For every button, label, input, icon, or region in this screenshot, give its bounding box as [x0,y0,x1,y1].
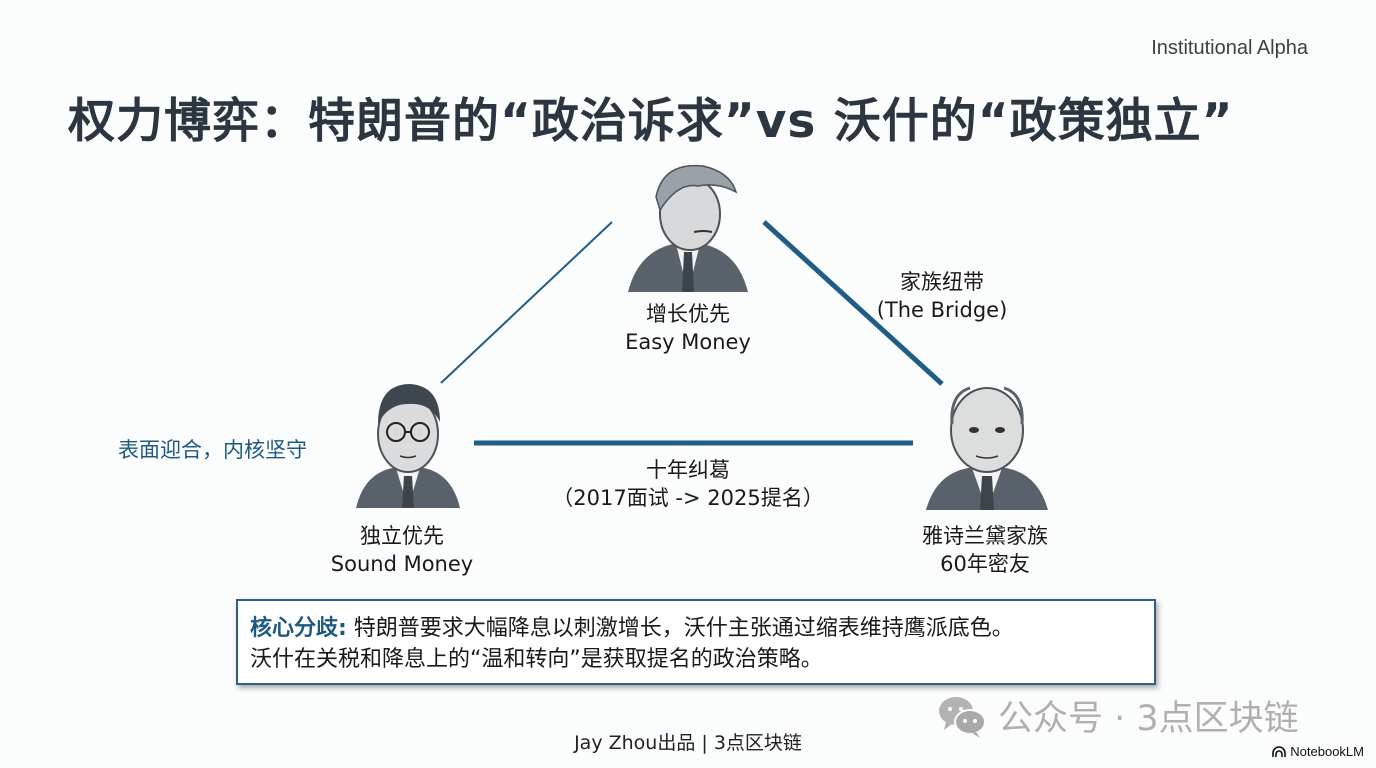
side-note: 表面迎合，内核坚守 [118,438,307,462]
node-right-label: 雅诗兰黛家族 60年密友 [885,522,1085,578]
edge-right [762,220,944,386]
edge-bottom-title: 十年纠葛 [646,458,730,482]
callout-line1: 特朗普要求大幅降息以刺激增长，沃什主张通过缩表维持鹰派底色。 [346,616,1014,641]
callout-key: 核心分歧: [250,616,347,641]
wechat-watermark: 公众号 · 3点区块链 [936,690,1299,741]
node-top-subtitle: Easy Money [625,330,751,354]
edge-bottom-label: 十年纠葛 （2017面试 -> 2025提名） [538,456,838,512]
watermark-text: 公众号 · 3点区块链 [998,699,1299,739]
edge-bottom-subtitle: （2017面试 -> 2025提名） [552,486,824,510]
notebooklm-badge: NotebookLM [1272,744,1364,759]
edge-right-label: 家族纽带 (The Bridge) [842,268,1042,324]
node-left-label: 独立优先 Sound Money [302,522,502,578]
trump-portrait-icon [628,164,748,292]
callout-line2: 沃什在关税和降息上的“温和转向”是获取提名的政治策略。 [250,647,823,672]
brand-label: Institutional Alpha [1151,37,1308,59]
edge-left [440,221,613,384]
notebooklm-logo-icon [1272,745,1287,757]
notebooklm-label: NotebookLM [1290,744,1364,759]
node-left-subtitle: Sound Money [330,552,474,576]
node-left-title: 独立优先 [360,524,444,548]
edge-right-title: 家族纽带 [900,270,984,294]
node-top-label: 增长优先 Easy Money [588,300,788,356]
page-title: 权力博弈：特朗普的“政治诉求”vs 沃什的“政策独立” [68,94,1234,149]
footer-credit: Jay Zhou出品 | 3点区块链 [574,732,802,754]
wechat-icon [939,696,986,738]
edge-right-subtitle: (The Bridge) [876,298,1008,322]
lauder-portrait-icon [926,386,1048,510]
node-right-title: 雅诗兰黛家族 [922,524,1048,548]
core-divergence-callout: 核心分歧: 特朗普要求大幅降息以刺激增长，沃什主张通过缩表维持鹰派底色。 沃什在… [236,599,1156,685]
node-top-title: 增长优先 [646,302,730,326]
warsh-portrait-icon [356,384,460,508]
node-right-subtitle: 60年密友 [940,552,1030,576]
